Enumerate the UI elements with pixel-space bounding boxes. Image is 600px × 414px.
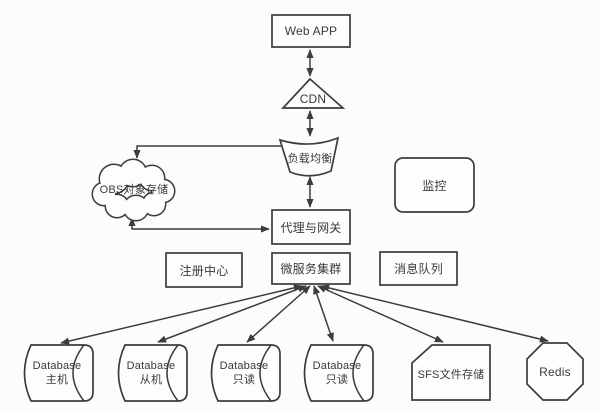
db-readonly1-node [210,344,281,402]
db-slave-rim [166,344,179,402]
db-master-rim [72,344,85,402]
obs-cloud-node [91,158,176,222]
web-app-node [271,14,351,48]
monitor-node [394,157,475,213]
db-readonly2-node [303,344,374,402]
mq-node [379,251,458,286]
gateway-node [271,209,351,245]
edge-loadbalancer-obs [133,145,281,159]
edge-microservices-redis [320,284,549,343]
load-balancer-node [278,136,340,177]
edge-microservices-dbmaster [60,284,303,345]
edge-microservices-dbslave [157,285,307,343]
cdn-node [281,77,346,109]
redis-node [526,342,584,401]
edge-microservices-dbreadonly2 [313,285,334,342]
db-readonly2-rim [352,344,365,402]
edge-microservices-dbreadonly1 [246,285,311,343]
db-master-node [23,344,94,402]
registry-node [165,252,243,288]
edge-microservices-sfs [317,285,444,343]
db-readonly1-rim [259,344,272,402]
microservices-node [271,252,351,285]
db-slave-node [117,344,188,402]
sfs-node [411,344,491,401]
edge-obs-gateway [128,217,270,233]
